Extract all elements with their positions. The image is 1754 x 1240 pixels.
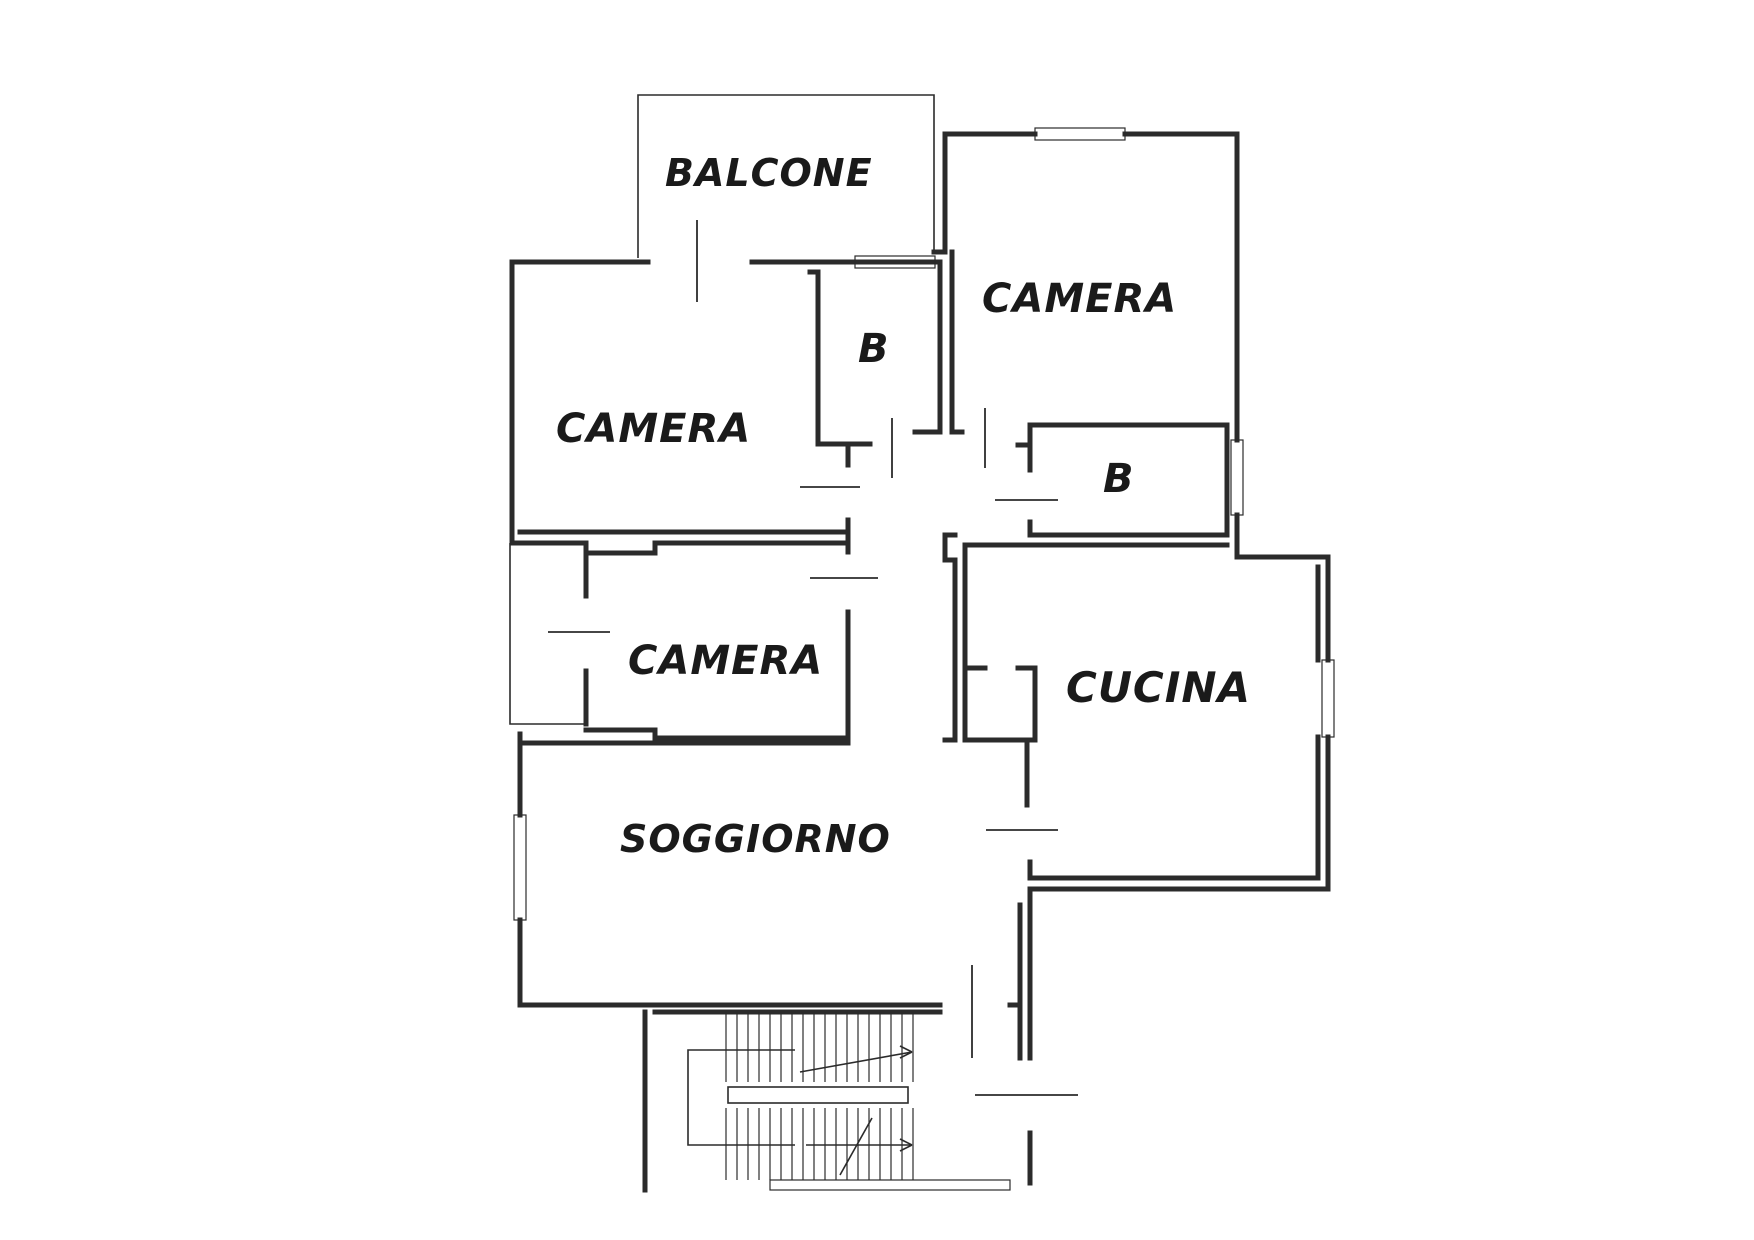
interior-walls bbox=[517, 249, 1321, 1061]
room-label-camera-left: CAMERA bbox=[556, 406, 751, 452]
stair-line bbox=[899, 1045, 913, 1053]
room-label-camera-top-right: CAMERA bbox=[982, 276, 1177, 322]
outer-walls bbox=[509, 131, 1331, 1193]
room-labels: BALCONE CAMERA B CAMERA B CAMERA CUCINA … bbox=[556, 151, 1251, 861]
stair-line bbox=[899, 1144, 913, 1152]
stair-line bbox=[899, 1051, 913, 1059]
room-label-soggiorno: SOGGIORNO bbox=[620, 817, 891, 861]
room-label-camera-middle: CAMERA bbox=[628, 638, 823, 684]
doors bbox=[548, 220, 1078, 1096]
stair-line bbox=[899, 1138, 913, 1146]
room-label-balcone: BALCONE bbox=[665, 151, 873, 195]
balcony-outline bbox=[637, 94, 935, 258]
stair-landing bbox=[727, 1086, 909, 1104]
stair-walk-line bbox=[687, 1049, 795, 1146]
stair-line bbox=[839, 1117, 873, 1176]
windows bbox=[513, 127, 1335, 1191]
stair-line bbox=[799, 1051, 913, 1073]
room-label-cucina: CUCINA bbox=[1066, 663, 1251, 712]
room-label-bagno-2: B bbox=[1103, 456, 1135, 502]
staircase bbox=[687, 1012, 914, 1180]
room-label-bagno-1: B bbox=[858, 326, 890, 372]
